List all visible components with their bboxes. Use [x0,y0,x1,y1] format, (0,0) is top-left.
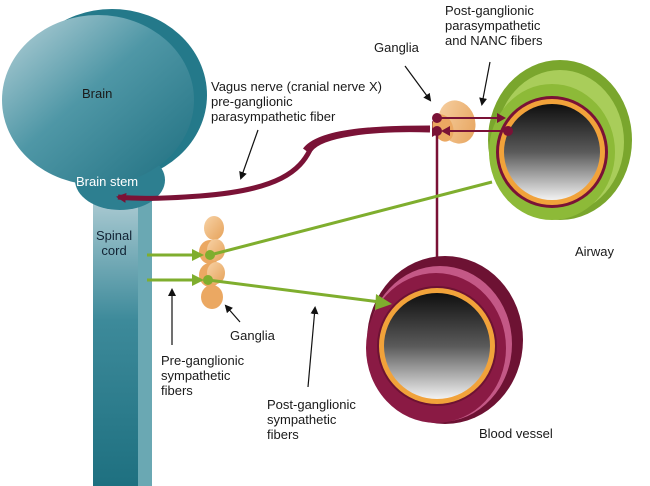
pointer-arrows [168,61,491,388]
label-pre-ganglionic-sympathetic: Pre-ganglionic sympathetic fibers [161,353,245,398]
sympathetic-fibers [147,180,493,310]
label-spinal-cord: Spinal cord [96,228,133,258]
label-airway: Airway [575,244,615,259]
label-ganglia-bottom: Ganglia [230,328,275,343]
blood-vessel [366,256,523,424]
label-post-ganglionic-parasympathetic: Post-ganglionic parasympathetic and NANC… [445,3,543,48]
brain [2,9,207,210]
label-post-ganglionic-sympathetic: Post-ganglionic sympathetic fibers [267,397,356,442]
label-brain-stem: Brain stem [76,174,139,189]
label-brain: Brain [82,86,113,101]
spinal-cord [93,185,152,486]
label-blood-vessel: Blood vessel [479,426,553,441]
airway [488,60,632,220]
label-vagus-nerve: Vagus nerve (cranial nerve X) pre-gangli… [211,79,383,124]
ganglia-sympathetic-chain [199,216,225,309]
label-ganglia-top: Ganglia [374,40,419,55]
